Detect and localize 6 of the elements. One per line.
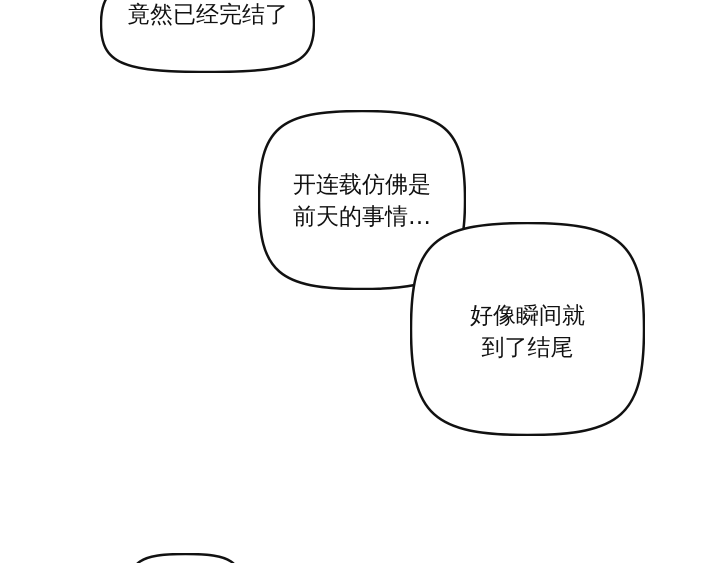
dialogue-text: 开连载仿佛是前天的事情… (292, 171, 432, 232)
dialogue-text: 竟然已经完结了 (126, 1, 289, 30)
speech-bubble (410, 222, 645, 436)
dialogue-text: 好像瞬间就到了结尾 (469, 302, 586, 363)
speech-bubble (258, 110, 466, 290)
speech-bubble (100, 0, 315, 73)
